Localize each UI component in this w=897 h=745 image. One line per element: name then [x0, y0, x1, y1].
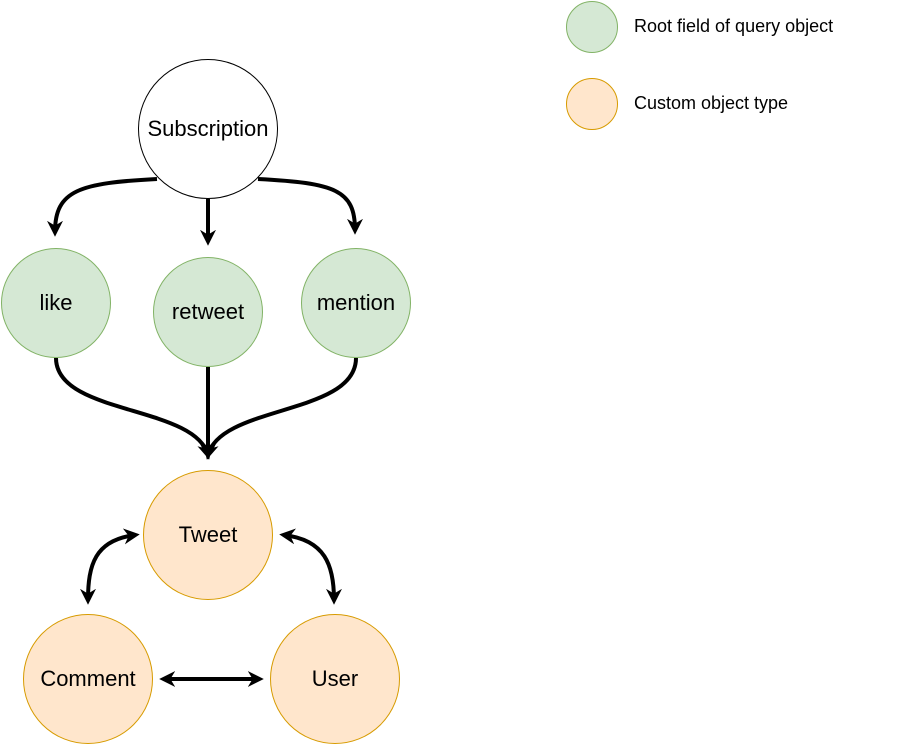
node-user: User [270, 614, 400, 744]
edge-tweet-comment [80, 528, 140, 605]
node-like-label: like [39, 290, 73, 315]
legend-root-field-label: Root field of query object [634, 16, 834, 36]
edge-subscription-like [47, 177, 158, 237]
node-mention-label: mention [316, 290, 396, 315]
node-like: like [1, 248, 111, 358]
node-retweet-label: retweet [171, 299, 245, 324]
legend-custom-type-swatch [566, 78, 618, 130]
node-user-label: User [311, 666, 359, 691]
edge-mention-tweet [203, 357, 358, 460]
edge-subscription-mention [257, 177, 363, 235]
node-subscription: Subscription [138, 59, 278, 199]
node-tweet-label: Tweet [178, 522, 238, 547]
node-comment-label: Comment [40, 666, 136, 691]
legend-root-field-swatch [566, 1, 618, 53]
legend-custom-type-label: Custom object type [634, 93, 789, 113]
node-comment: Comment [23, 614, 153, 744]
edge-tweet-user [279, 528, 342, 605]
edge-like-tweet [54, 357, 213, 460]
node-tweet: Tweet [143, 470, 273, 600]
node-retweet: retweet [153, 257, 263, 367]
node-subscription-label: Subscription [147, 116, 269, 141]
node-mention: mention [301, 248, 411, 358]
